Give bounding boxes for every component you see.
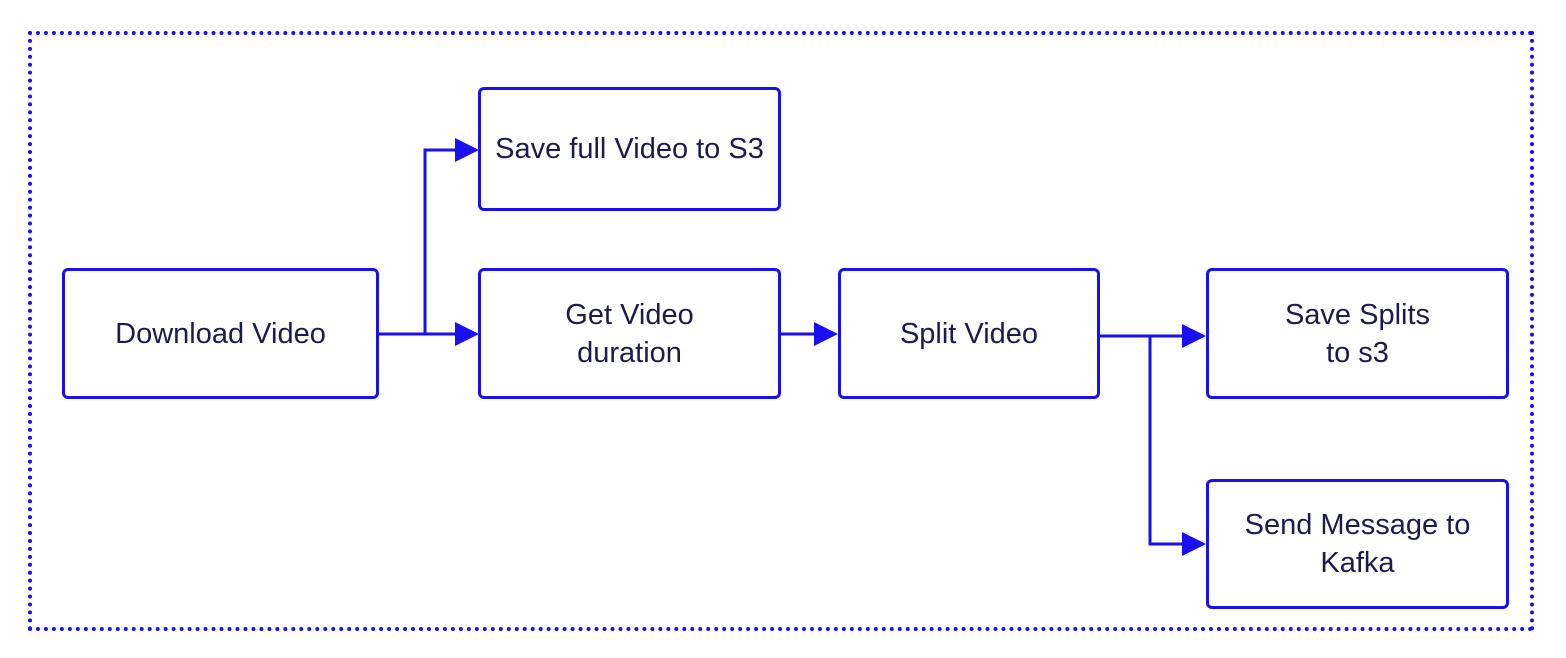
node-send-message-kafka: Send Message to Kafka xyxy=(1206,479,1509,609)
node-download-video: Download Video xyxy=(62,268,379,399)
node-save-full-video-label: Save full Video to S3 xyxy=(495,133,764,165)
node-get-video-duration: Get Video duration xyxy=(478,268,781,399)
node-download-video-label: Download Video xyxy=(115,317,326,350)
node-split-video-label: Split Video xyxy=(899,317,1039,350)
pipeline-container xyxy=(28,31,1534,631)
node-split-video: Split Video xyxy=(838,268,1100,399)
node-save-splits: Save Splits to s3 xyxy=(1206,268,1509,399)
node-send-message-kafka-label: Send Message to Kafka xyxy=(1244,509,1471,579)
node-save-full-video: Save full Video to S3 xyxy=(478,87,781,211)
node-save-splits-label: Save Splits to s3 xyxy=(1284,298,1431,369)
node-get-video-duration-label: Get Video duration xyxy=(565,298,694,369)
